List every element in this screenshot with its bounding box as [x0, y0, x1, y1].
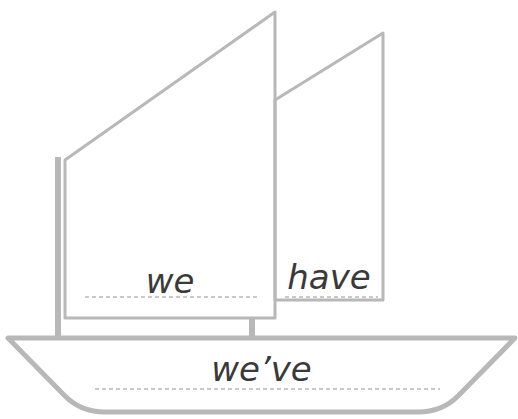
hull-shape: we’ve [8, 338, 515, 412]
word-label: we’ve [8, 352, 515, 386]
mast-stub [249, 318, 255, 338]
mast [55, 157, 61, 338]
sail-shape: have [275, 33, 383, 300]
writing-line [95, 388, 440, 390]
writing-line [285, 296, 378, 298]
word-label: have [275, 260, 383, 294]
sail-shape: we [65, 12, 275, 318]
word-label: we [65, 264, 275, 298]
